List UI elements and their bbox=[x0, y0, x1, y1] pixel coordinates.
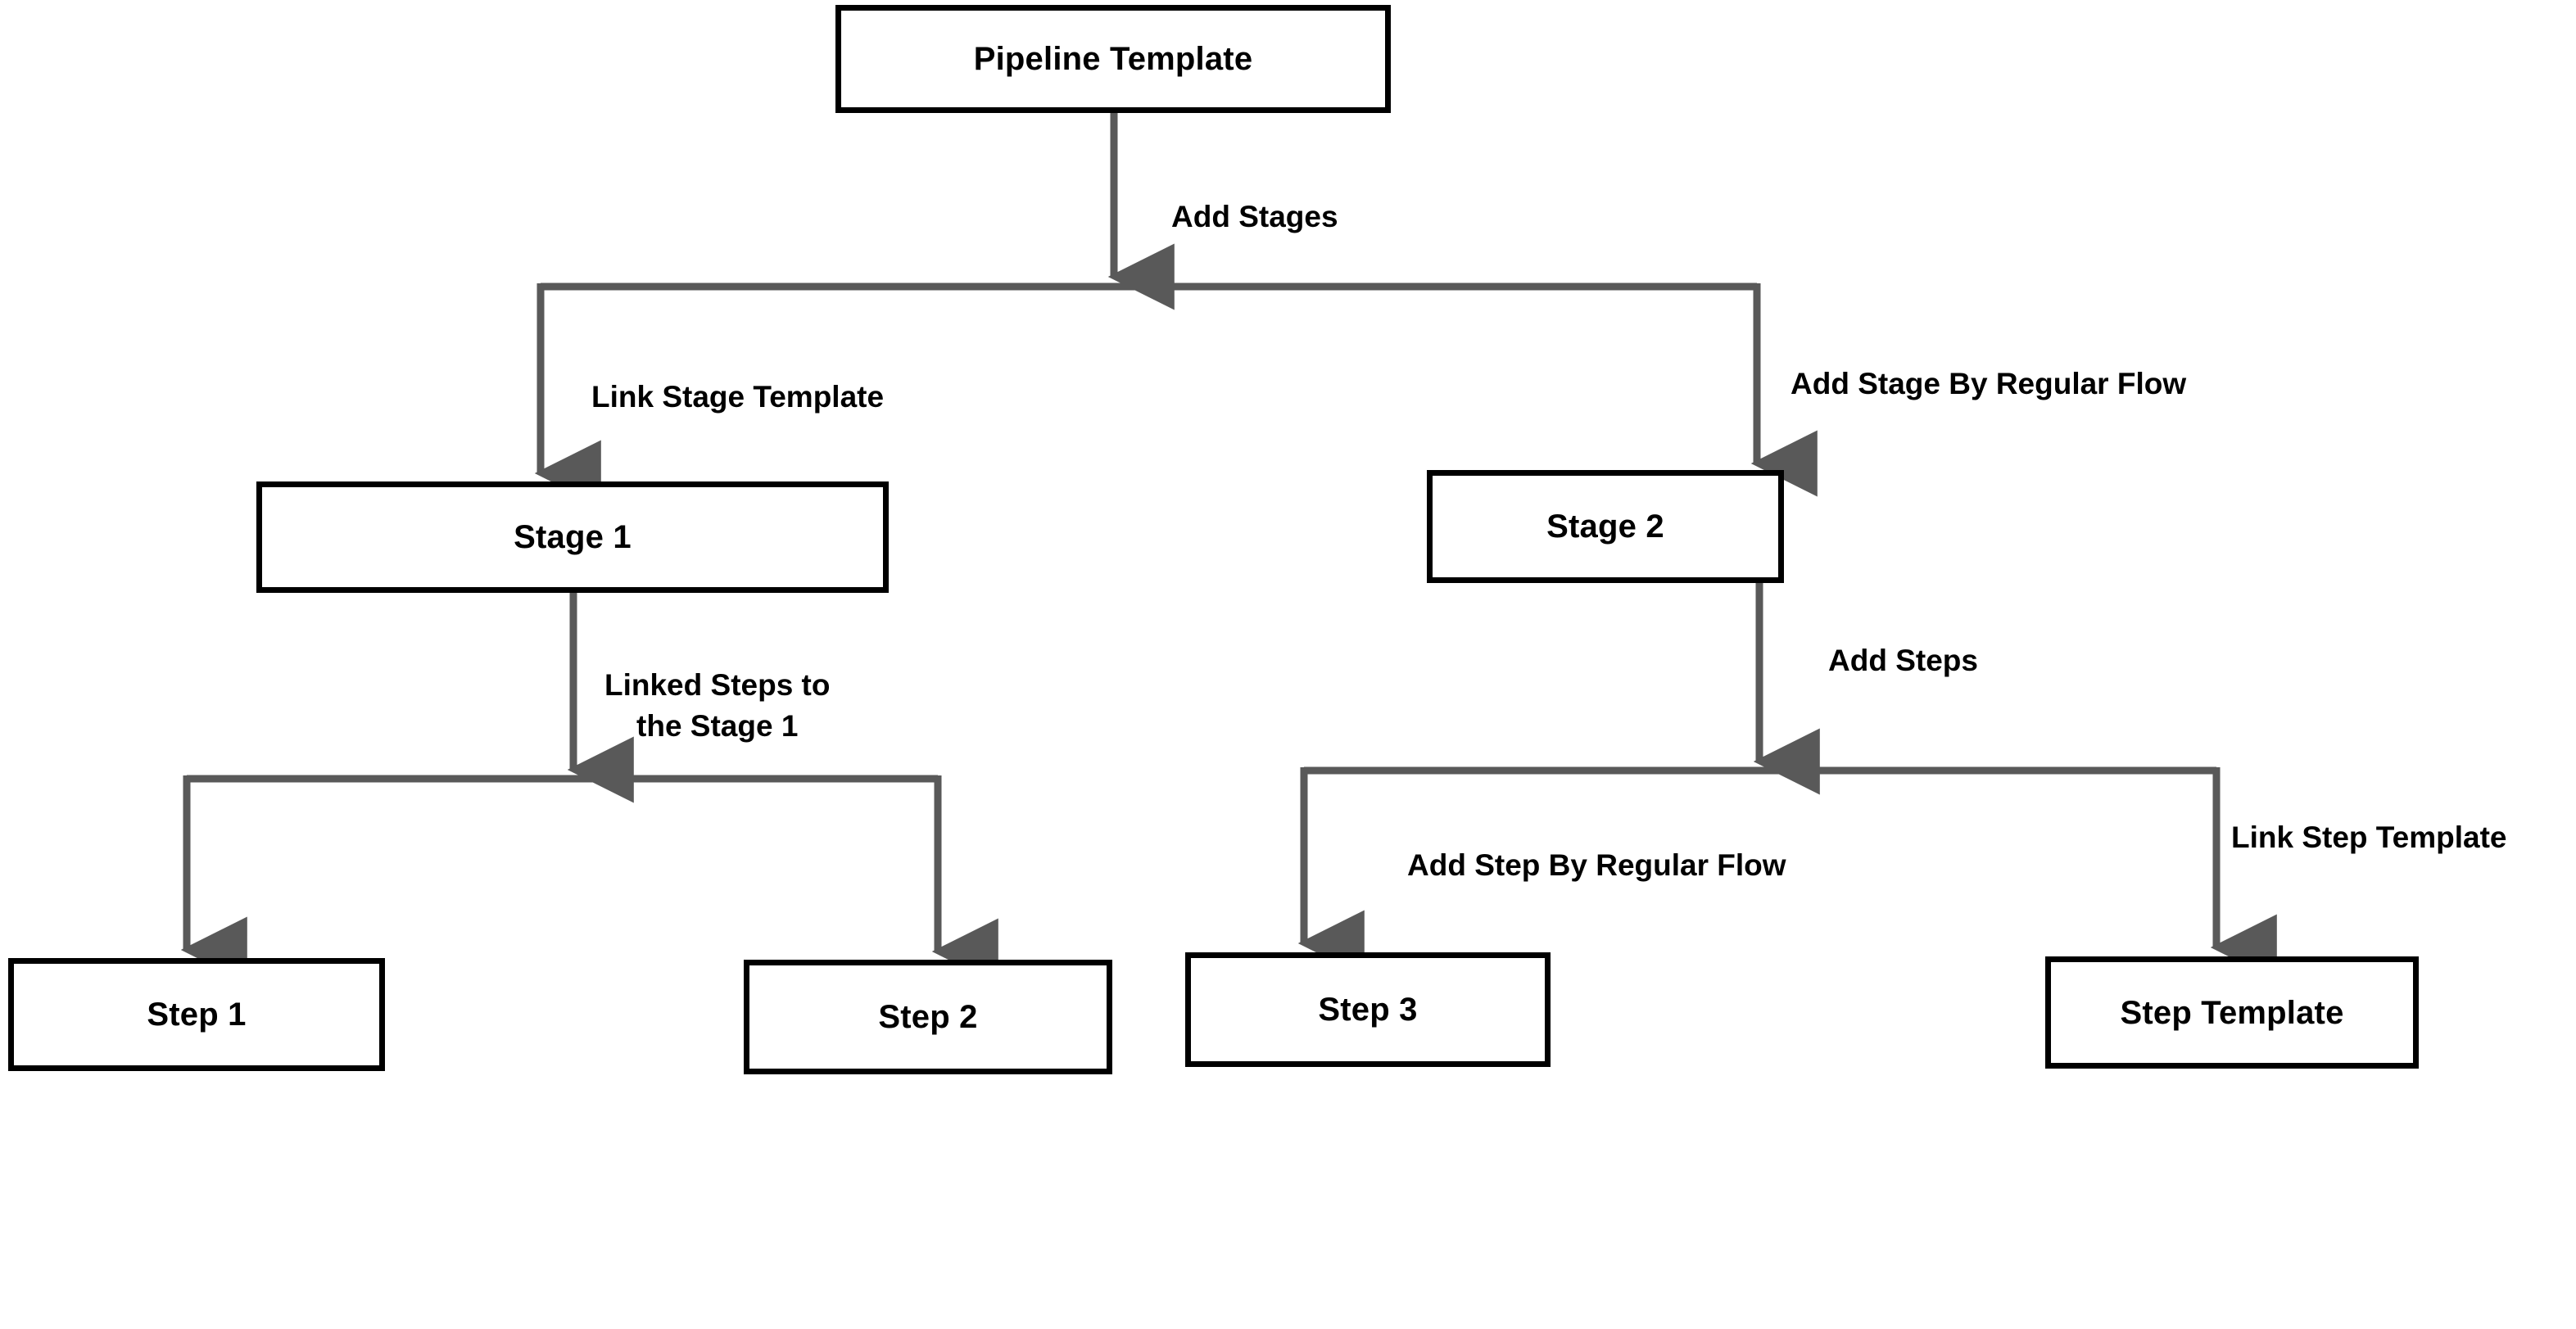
node-step-1-label: Step 1 bbox=[147, 997, 247, 1033]
edge-label-link-stage-template: Link Stage Template bbox=[591, 380, 885, 414]
edge-label-add-stage-by-regular-flow: Add Stage By Regular Flow bbox=[1791, 367, 2187, 400]
node-stage-2-label: Stage 2 bbox=[1546, 509, 1664, 545]
node-step-template[interactable]: Step Template bbox=[2045, 956, 2419, 1069]
node-step-template-label: Step Template bbox=[2120, 994, 2344, 1031]
node-step-3[interactable]: Step 3 bbox=[1185, 952, 1551, 1067]
edge-label-linked-steps-to-the-stage-1: Linked Steps to the Stage 1 bbox=[604, 668, 831, 743]
node-pipeline-template-label: Pipeline Template bbox=[973, 41, 1253, 77]
edge-label-add-step-by-regular-flow: Add Step By Regular Flow bbox=[1407, 848, 1786, 882]
edge-label-link-step-template: Link Step Template bbox=[2231, 820, 2507, 854]
node-pipeline-template[interactable]: Pipeline Template bbox=[835, 5, 1391, 113]
node-step-2[interactable]: Step 2 bbox=[744, 960, 1112, 1074]
node-stage-2[interactable]: Stage 2 bbox=[1427, 470, 1784, 583]
edge-label-add-stages: Add Stages bbox=[1171, 200, 1338, 233]
node-step-2-label: Step 2 bbox=[878, 999, 978, 1035]
node-step-3-label: Step 3 bbox=[1318, 992, 1418, 1028]
node-stage-1[interactable]: Stage 1 bbox=[256, 481, 889, 593]
node-step-1[interactable]: Step 1 bbox=[8, 958, 385, 1071]
node-stage-1-label: Stage 1 bbox=[514, 519, 632, 555]
edge-label-add-steps: Add Steps bbox=[1828, 644, 1978, 677]
